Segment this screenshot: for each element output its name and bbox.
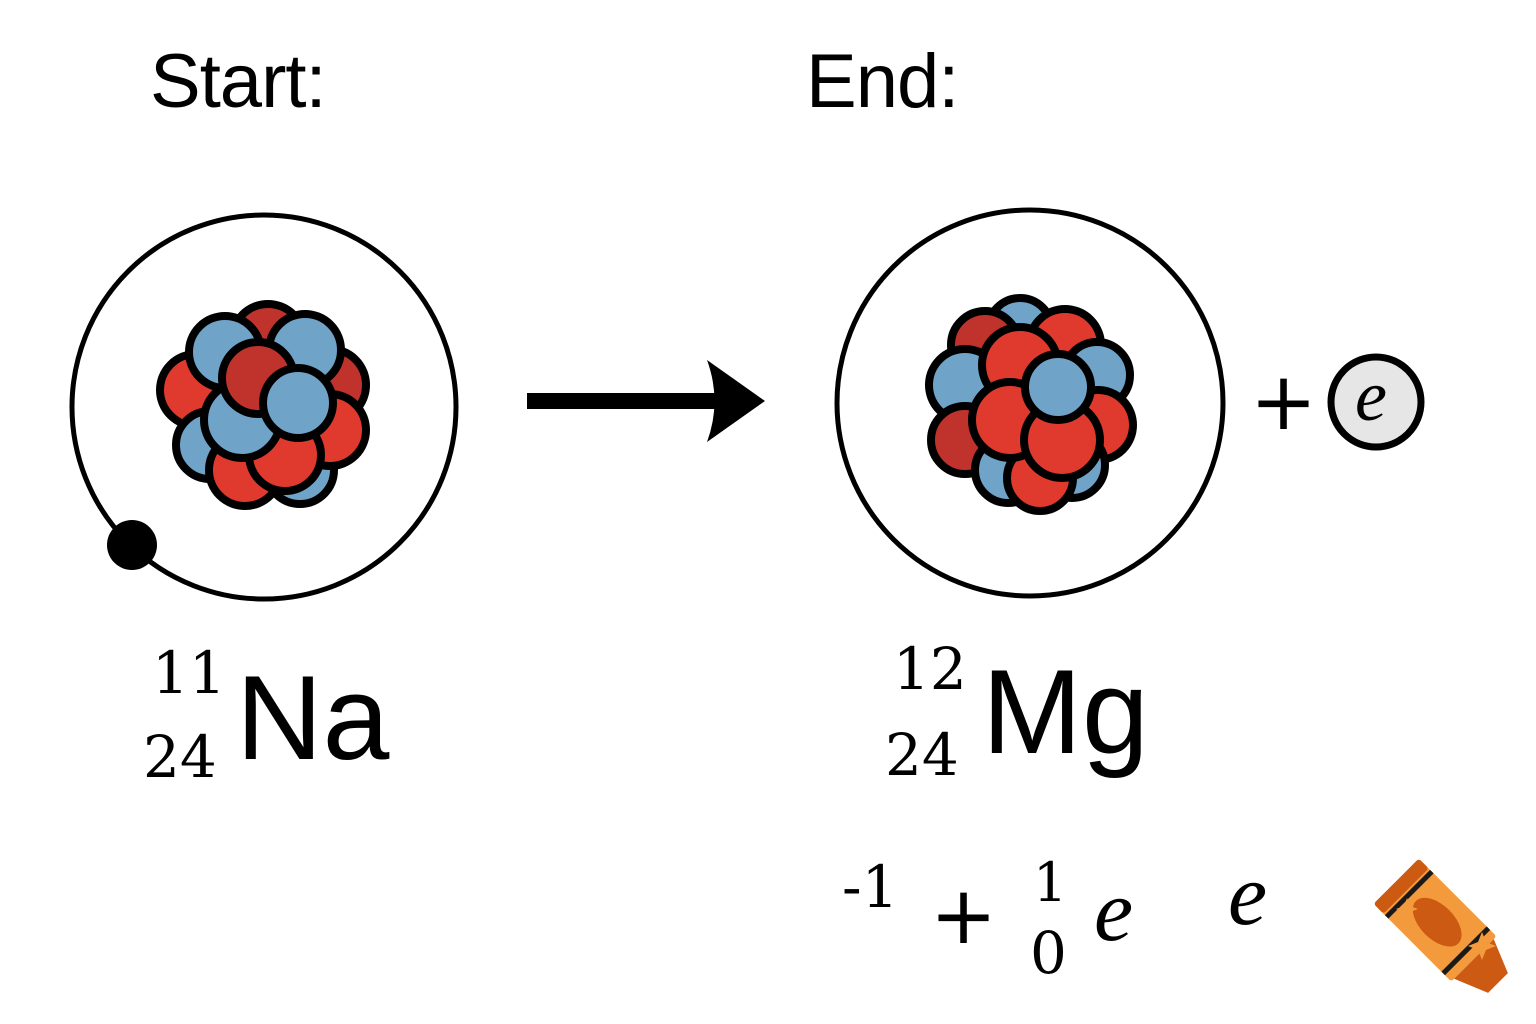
end-nucleus bbox=[925, 294, 1137, 515]
crayon-sparkle-icon bbox=[1374, 859, 1508, 993]
equation-electron-1: e bbox=[1094, 863, 1134, 960]
end-atom bbox=[834, 207, 1226, 599]
end-orbit bbox=[834, 207, 1226, 599]
start-orbit bbox=[69, 212, 459, 602]
equation-electron-2: e bbox=[1228, 847, 1268, 944]
sparkle-icon bbox=[1468, 932, 1496, 960]
start-upper-number: 11 bbox=[152, 639, 226, 707]
equation-lower-number: 0 bbox=[1030, 919, 1067, 987]
emitted-electron-symbol: e bbox=[1355, 356, 1387, 436]
right-arrow-icon bbox=[527, 360, 765, 442]
emitted-plus: + bbox=[1250, 355, 1318, 448]
end-element-symbol: Mg bbox=[982, 645, 1149, 779]
end-heading: End: bbox=[806, 39, 959, 124]
equation-minus-one: -1 bbox=[842, 853, 899, 921]
start-lower-number: 24 bbox=[143, 723, 217, 791]
end-lower-number: 24 bbox=[885, 721, 959, 789]
start-nucleus bbox=[156, 300, 370, 510]
start-atom bbox=[69, 212, 459, 602]
equation-upper-number: 1 bbox=[1033, 851, 1068, 914]
start-heading: Start: bbox=[150, 39, 327, 124]
emitted-electron-icon bbox=[1327, 353, 1425, 451]
start-element-symbol: Na bbox=[236, 651, 390, 785]
orbit-electron bbox=[107, 520, 157, 570]
sparkle-icon bbox=[1396, 898, 1418, 920]
equation-plus: + bbox=[930, 869, 998, 962]
end-upper-number: 12 bbox=[893, 635, 967, 703]
